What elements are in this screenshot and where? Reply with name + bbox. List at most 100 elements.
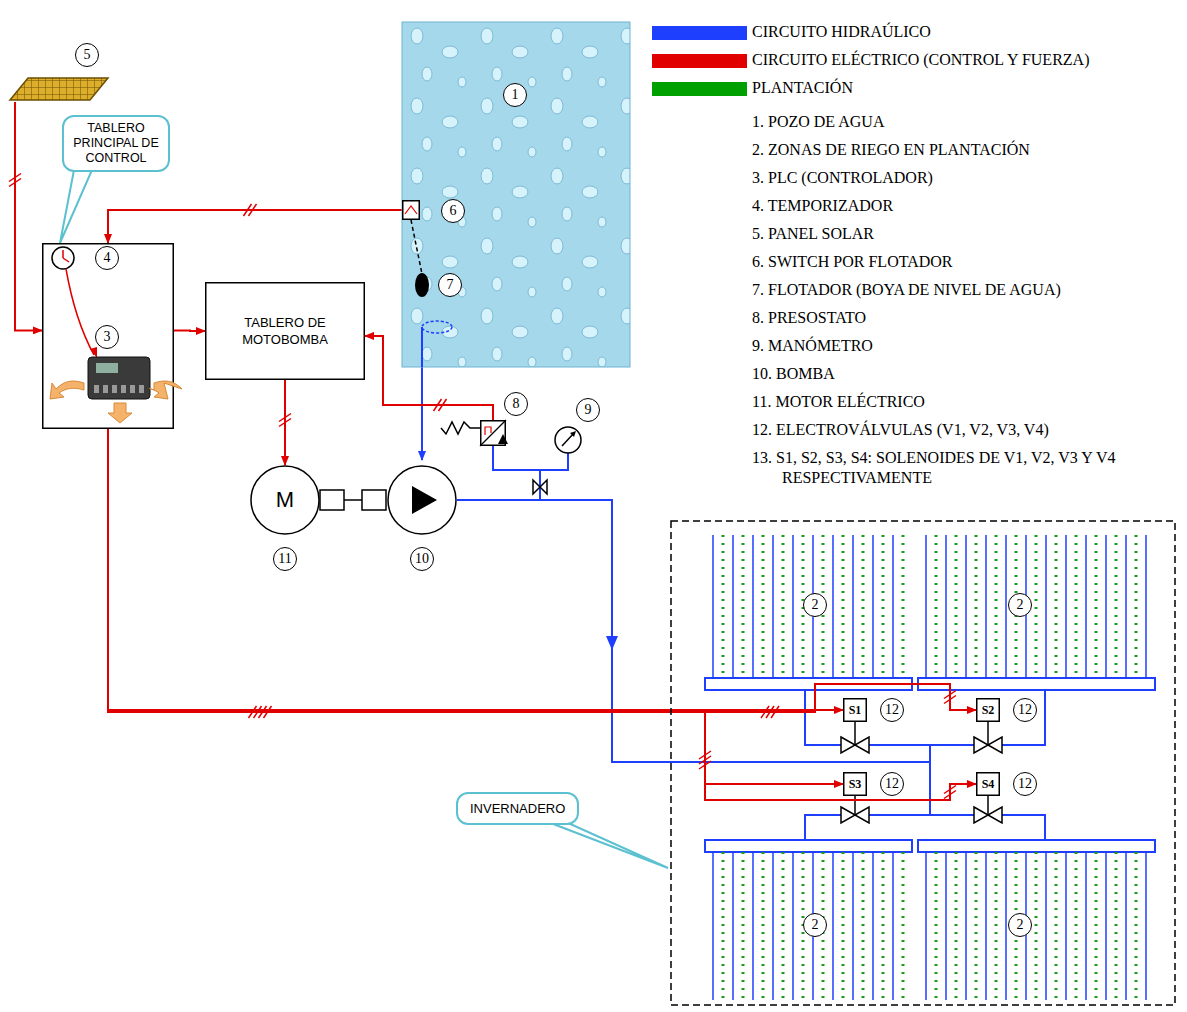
legend-swatch [652, 54, 747, 68]
drip-line [832, 852, 834, 1000]
shaft-coupling [320, 490, 386, 510]
drip-line [1045, 852, 1047, 1000]
legend-list-item: 12. ELECTROVÁLVULAS (V1, V2, V3, V4) [752, 420, 1187, 440]
callout-number: 10 [410, 547, 434, 571]
drip-line [945, 852, 947, 1000]
plant-row [1115, 852, 1118, 1000]
node-outline [205, 282, 365, 380]
legend-list-item: 8. PRESOSTATO [752, 308, 1187, 328]
greenhouse-outline [671, 521, 1175, 1005]
legend-list-item: 13. S1, S2, S3, S4: SOLENOIDES DE V1, V2… [752, 448, 1187, 488]
timer-link-head [90, 347, 97, 358]
plc-device [88, 357, 150, 399]
box-outline [977, 773, 1000, 796]
plant-row [975, 852, 978, 1000]
drip-line [772, 852, 774, 1000]
wire-connector [108, 429, 843, 710]
drip-line [1145, 852, 1147, 1000]
solenoid-box: S412 [976, 772, 1000, 796]
box-outline [977, 699, 1000, 722]
drip-line [792, 852, 794, 1000]
plant-row [842, 535, 845, 678]
wire-connector [15, 102, 42, 330]
plant-row [722, 852, 725, 1000]
drip-line [872, 852, 874, 1000]
solar-panel-surface [10, 78, 108, 100]
plant-row [842, 852, 845, 1000]
legend-list-item: 7. FLOTADOR (BOYA DE NIVEL DE AGUA) [752, 280, 1187, 300]
drip-line [1005, 535, 1007, 678]
legend-text: CIRCUITO ELÉCTRICO (CONTROL Y FUERZA) [752, 50, 1182, 70]
drip-line [772, 535, 774, 678]
valve-symbols [533, 480, 1002, 823]
drip-line [712, 852, 714, 1000]
callout-number: 4 [95, 246, 119, 270]
plant-row [742, 535, 745, 678]
callout-number: 1 [503, 83, 527, 107]
drip-line [752, 852, 754, 1000]
plant-row [1115, 535, 1118, 678]
plant-row [882, 852, 885, 1000]
pressure-contact [485, 427, 491, 435]
electric-motor: M11 [250, 465, 320, 535]
box-outline [844, 699, 867, 722]
motor-circle [251, 466, 319, 534]
greenhouse: INVERNADEROS112S212S312S412 [670, 520, 1176, 1006]
plant-row [722, 535, 725, 678]
drip-line [832, 535, 834, 678]
legend-list-item: 2. ZONAS DE RIEGO EN PLANTACIÓN [752, 140, 1187, 160]
callout-number: 3 [95, 325, 119, 349]
drip-line [892, 535, 894, 678]
drip-line [732, 535, 734, 678]
plant-row [762, 852, 765, 1000]
solenoid-box: S212 [976, 698, 1000, 722]
drip-line [1045, 535, 1047, 678]
plant-row [1035, 852, 1038, 1000]
node-text: S1 [849, 703, 862, 718]
switch-box [403, 201, 420, 220]
pressure-arrow [498, 434, 508, 444]
timer-hands [63, 250, 69, 262]
plc-terminal [94, 385, 99, 393]
callout-tail [60, 170, 92, 243]
plant-row [935, 852, 938, 1000]
plant-row [1055, 535, 1058, 678]
drip-line [1065, 535, 1067, 678]
legend-list-item: 4. TEMPORIZADOR [752, 196, 1187, 216]
plant-row [902, 535, 905, 678]
manometer-symbol [555, 427, 581, 453]
node-outline [670, 520, 1176, 1006]
legend-list-item: 1. POZO DE AGUA [752, 112, 1187, 132]
pump-triangle [412, 486, 437, 514]
drip-line [732, 852, 734, 1000]
suction-intake [422, 321, 452, 333]
legend-list-item: 6. SWITCH POR FLOTADOR [752, 252, 1187, 272]
board-outline [43, 244, 174, 429]
callout-bubble: TABLERO PRINCIPAL DE CONTROL [62, 115, 170, 172]
plc-screen [96, 363, 118, 373]
plant-row [862, 535, 865, 678]
legend-list-item: 11. MOTOR ELÉCTRICO [752, 392, 1187, 412]
node-text: S2 [982, 703, 995, 718]
drip-line [925, 852, 927, 1000]
wire-connector [108, 210, 402, 243]
legend-text: CIRCUITO HIDRAÚLICO [752, 22, 1182, 42]
drip-line [712, 535, 714, 678]
plant-row [782, 852, 785, 1000]
legend-list-item: 10. BOMBA [752, 364, 1187, 384]
flow-arrow [606, 636, 618, 650]
float-switch: 6 [402, 200, 420, 220]
callout-number: 12 [1013, 772, 1037, 796]
pump-panel: TABLERO DE MOTOBOMBA [205, 282, 365, 380]
drip-line [1005, 852, 1007, 1000]
pressure-switch: 8 [480, 420, 506, 446]
node-outline [480, 420, 506, 446]
plant-row [935, 535, 938, 678]
hydraulic-pipes [422, 367, 1155, 852]
callout-number: 2 [803, 593, 827, 617]
drip-line [1105, 535, 1107, 678]
legend-swatch [652, 26, 747, 40]
plant-row [975, 535, 978, 678]
plant-row [1135, 852, 1138, 1000]
